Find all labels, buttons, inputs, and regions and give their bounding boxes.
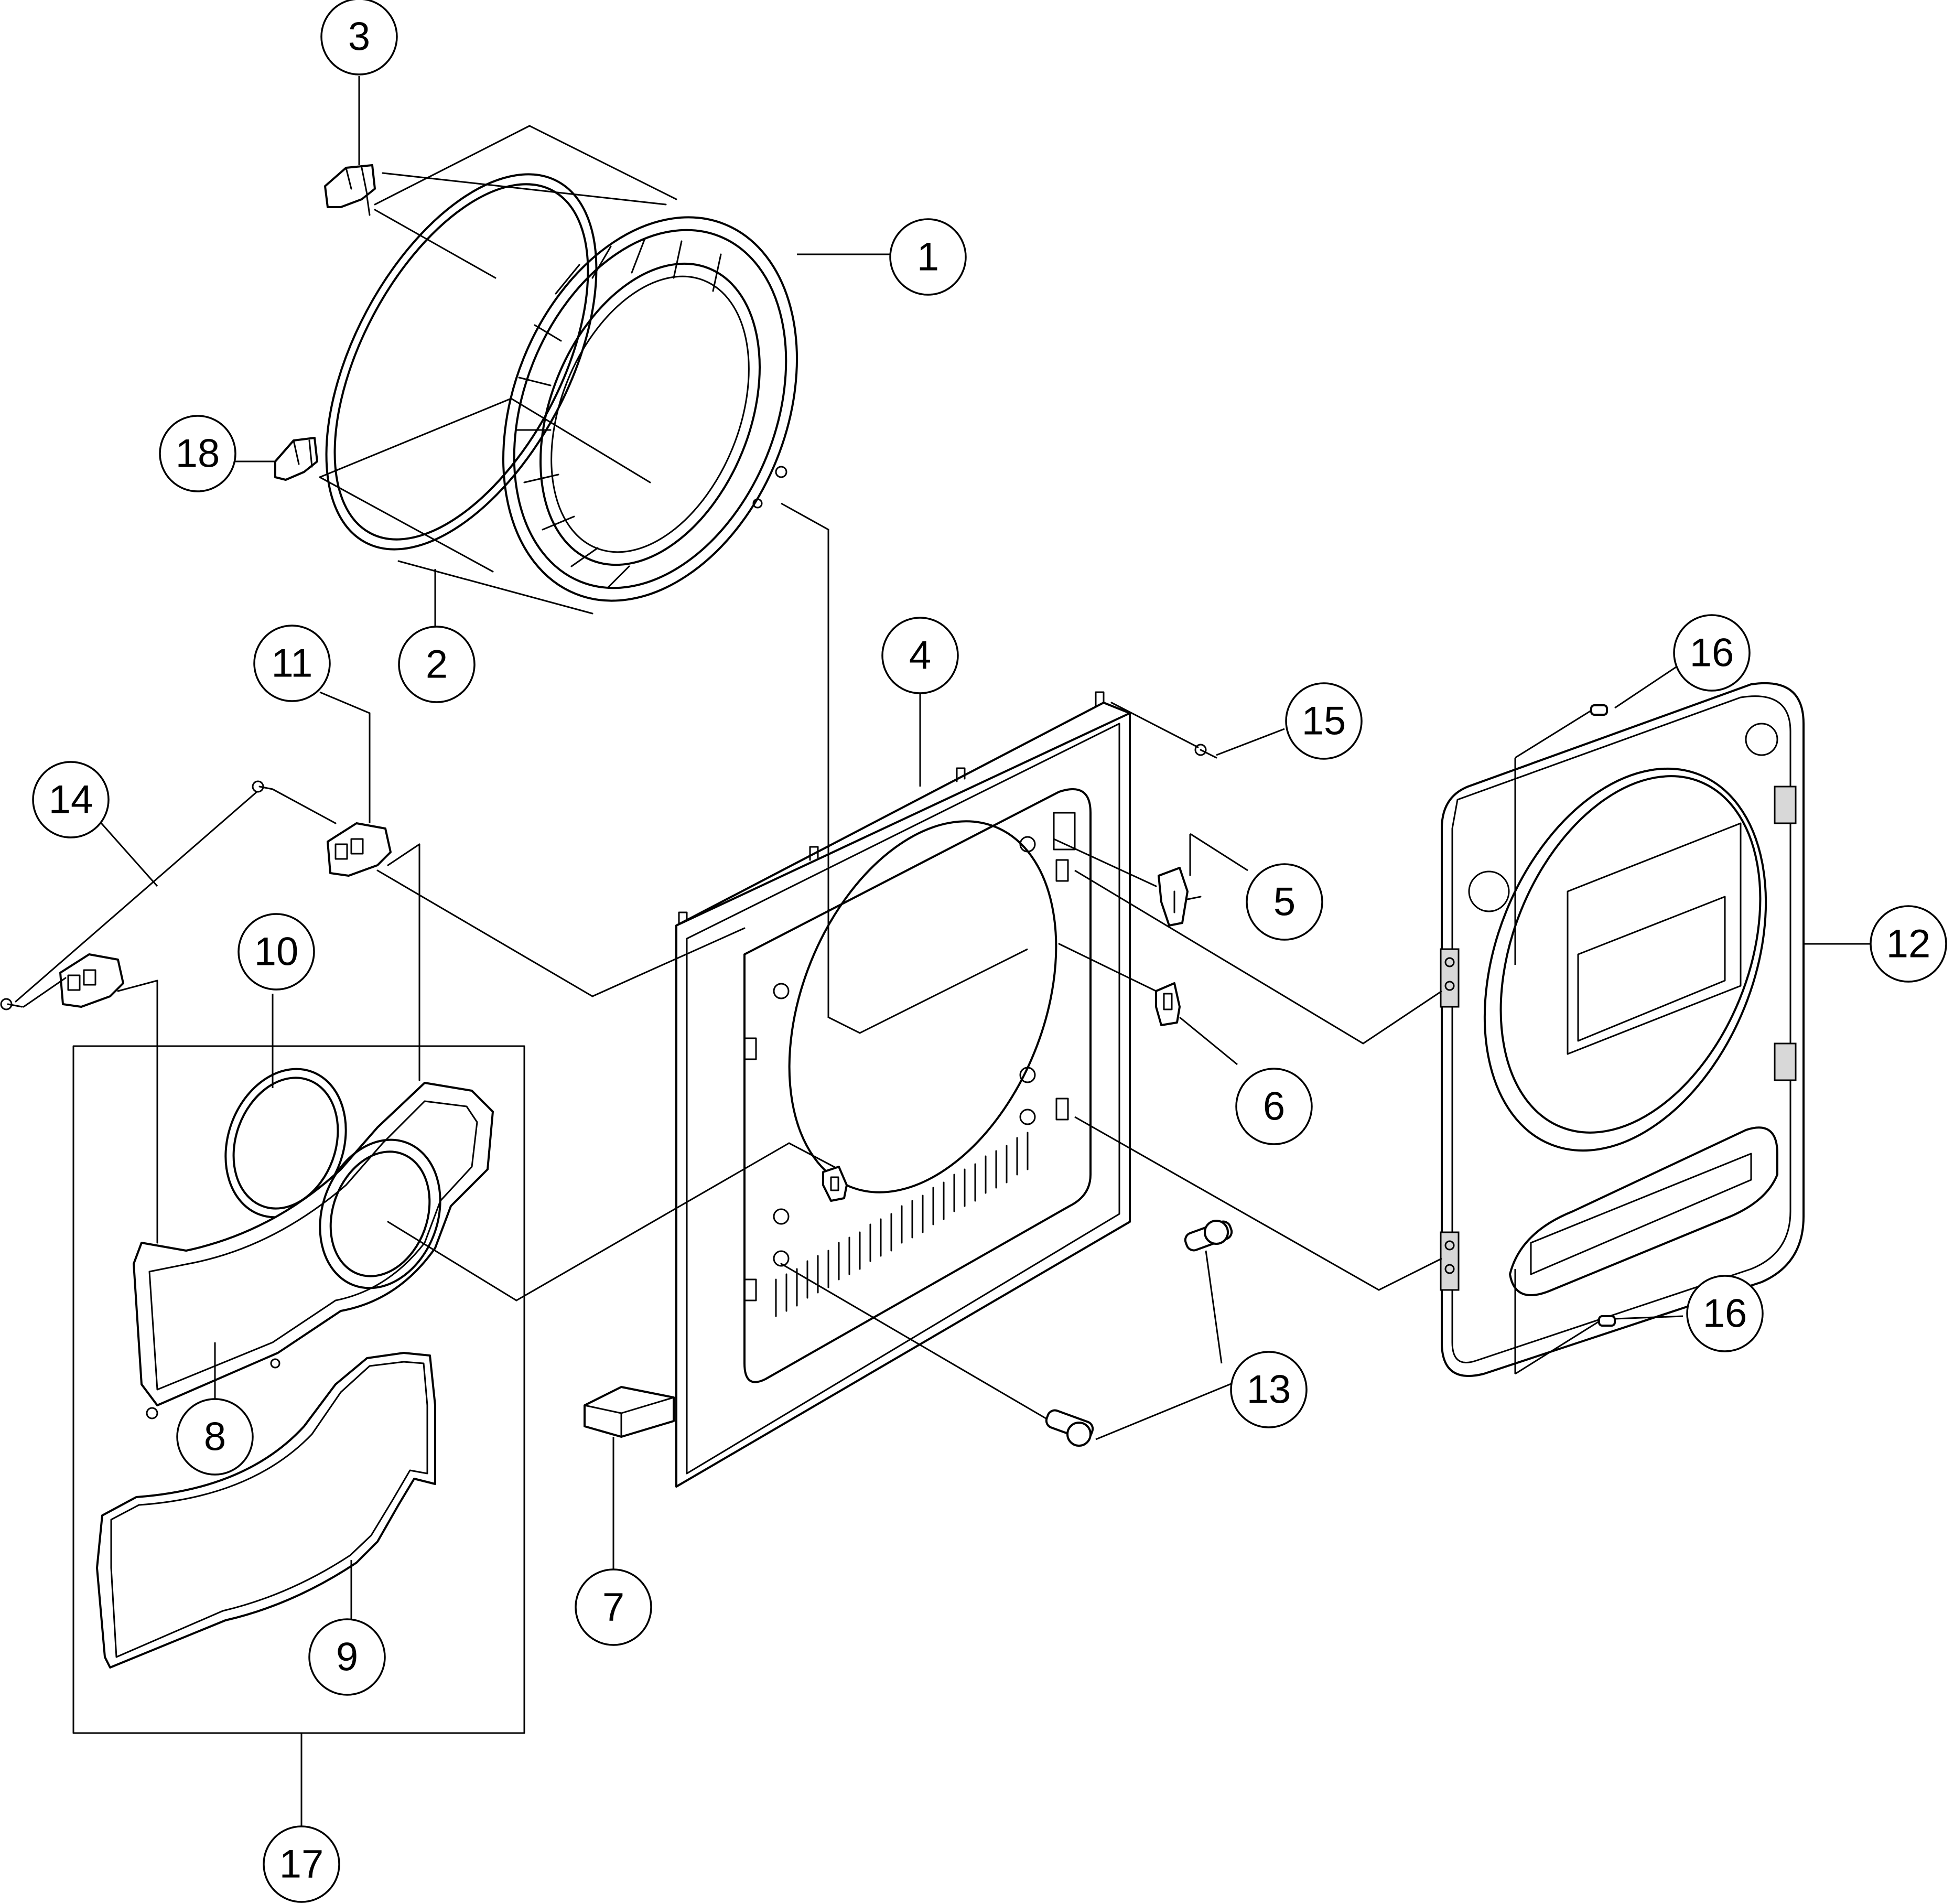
svg-text:14: 14	[49, 778, 93, 822]
callout-4: 4	[881, 617, 959, 694]
svg-text:3: 3	[348, 15, 370, 59]
switch-part-5	[1158, 867, 1202, 927]
callout-13: 13	[1230, 1351, 1308, 1428]
clip-part-6	[1155, 982, 1181, 1026]
duct-housing-part-8	[133, 1082, 494, 1419]
callout-10: 10	[237, 913, 315, 991]
callout-9: 9	[308, 1618, 386, 1696]
screw-part-13-a	[1184, 1220, 1233, 1252]
screw-part-13-b	[1045, 1409, 1094, 1447]
door-part-12	[1440, 682, 1805, 1377]
clip-part-3	[324, 164, 376, 216]
callout-7: 7	[575, 1568, 652, 1646]
svg-text:13: 13	[1247, 1368, 1291, 1412]
callout-5: 5	[1246, 863, 1323, 941]
assembly-box-17	[72, 1045, 525, 1734]
svg-text:11: 11	[272, 641, 313, 686]
svg-text:10: 10	[254, 930, 299, 974]
svg-text:15: 15	[1302, 699, 1346, 744]
svg-text:16: 16	[1690, 631, 1734, 675]
callout-12: 12	[1870, 905, 1947, 983]
svg-text:18: 18	[176, 432, 220, 476]
callout-16-bottom: 16	[1686, 1275, 1764, 1352]
svg-text:12: 12	[1886, 922, 1931, 966]
screw-part-14	[0, 780, 274, 1010]
svg-text:2: 2	[426, 642, 448, 687]
drum-ring-part-1	[325, 172, 798, 615]
svg-text:9: 9	[336, 1635, 358, 1680]
callout-11: 11	[253, 625, 331, 702]
svg-text:8: 8	[204, 1415, 226, 1459]
callout-14: 14	[32, 761, 110, 838]
svg-text:6: 6	[1263, 1084, 1285, 1129]
svg-text:17: 17	[279, 1842, 324, 1887]
pin-part-16-bottom	[1598, 1315, 1616, 1327]
svg-text:1: 1	[917, 235, 939, 279]
front-panel-part-4	[675, 691, 1131, 1488]
svg-text:7: 7	[602, 1585, 624, 1630]
svg-text:16: 16	[1703, 1292, 1747, 1336]
callout-3: 3	[320, 0, 398, 76]
clip-part-14-holder	[59, 953, 124, 1008]
svg-text:5: 5	[1273, 880, 1296, 924]
callout-2: 2	[398, 626, 476, 703]
clip-on-panel	[822, 1166, 848, 1202]
callout-1: 1	[889, 218, 967, 296]
screw-part-15	[1194, 744, 1217, 759]
pin-part-16-top	[1590, 704, 1608, 716]
callout-16-top: 16	[1673, 614, 1751, 692]
bar-part-7	[584, 1386, 675, 1438]
clip-part-18	[274, 437, 318, 481]
callout-15: 15	[1285, 682, 1363, 760]
callout-6: 6	[1235, 1068, 1313, 1145]
callout-8: 8	[176, 1398, 254, 1476]
ring-part-10	[224, 1068, 347, 1219]
callout-17: 17	[263, 1825, 340, 1903]
gasket-part-9	[96, 1352, 436, 1669]
svg-text:4: 4	[909, 633, 931, 678]
callout-18: 18	[159, 415, 236, 492]
clip-part-11	[327, 822, 392, 877]
